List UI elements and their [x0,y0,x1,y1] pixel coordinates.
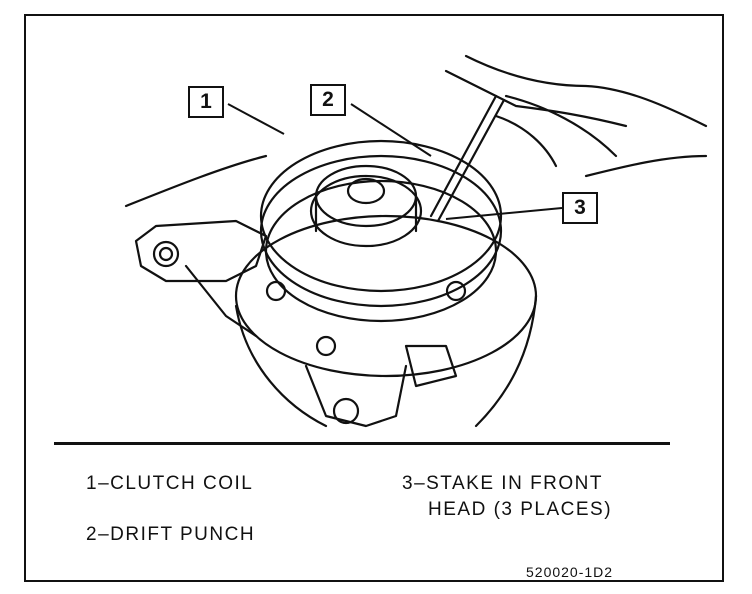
divider-line [54,442,670,445]
hand-illustration [444,54,708,168]
callout-1: 1 [188,86,224,118]
leader-line-1 [227,103,285,135]
mounting-ear [134,219,268,283]
leader-line-2 [350,103,432,157]
legend-item-clutch-coil: 1–CLUTCH COIL [86,473,254,494]
figure-frame: 1 2 3 1–CLUTCH COIL 2–DRIFT PUNCH 3–STAK… [24,14,724,582]
compressor-illustration [124,54,708,428]
figure-code: 520020-1D2 [526,564,614,580]
callout-3: 3 [562,192,598,224]
clutch-coil-ring [259,139,503,323]
legend-item-drift-punch: 2–DRIFT PUNCH [86,524,256,545]
callout-2: 2 [310,84,346,116]
leader-line-3 [445,207,563,220]
drift-punch-tool [429,94,506,223]
legend-item-stake-line1: 3–STAKE IN FRONT [402,473,604,494]
legend-item-stake-line2: HEAD (3 PLACES) [428,499,613,520]
